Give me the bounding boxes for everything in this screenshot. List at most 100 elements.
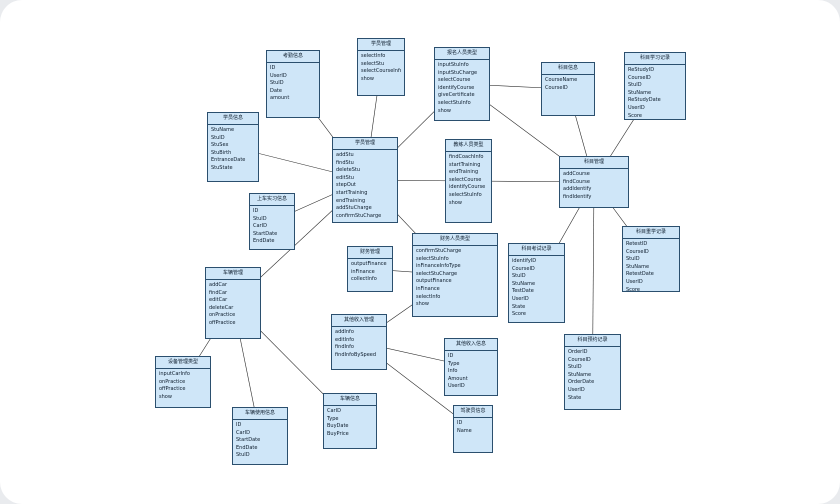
- class-title: 设备管理类型: [156, 357, 210, 369]
- class-title: 车辆管理: [206, 268, 260, 280]
- class-member: StuState: [211, 164, 233, 171]
- class-title: 科目预约记录: [565, 335, 620, 347]
- class-member: CarID: [327, 408, 341, 414]
- class-member: StuSex: [211, 142, 229, 149]
- class-member: CourseID: [628, 74, 651, 81]
- class-title: 学员信息: [208, 113, 258, 125]
- class-member: identifyID: [512, 258, 537, 264]
- class-member: identifyCourse: [438, 84, 475, 91]
- class-member: StuID: [628, 82, 642, 89]
- class-member: deleteCar: [209, 304, 234, 311]
- class-member: BuyPrice: [327, 430, 349, 437]
- class-member: findCourse: [563, 178, 590, 185]
- class-member: StuName: [568, 371, 592, 378]
- class-member: outputFinance: [416, 278, 452, 285]
- class-member: UserID: [270, 72, 287, 79]
- class-member: Info: [448, 368, 458, 375]
- class-member: findInfo: [335, 344, 354, 351]
- class-member: Name: [457, 427, 472, 434]
- class-member: endTraining: [449, 169, 479, 176]
- class-member: findCoachInfo: [449, 154, 484, 160]
- class-member: StuName: [628, 89, 652, 96]
- class-member: OrderID: [568, 349, 588, 355]
- class-member: ID: [236, 422, 242, 428]
- class-member: TestDate: [512, 288, 534, 295]
- class-member: editStu: [336, 174, 354, 181]
- class-member: addIdentify: [563, 186, 592, 193]
- class-member: State: [568, 394, 582, 401]
- class-member: StartDate: [236, 437, 261, 444]
- class-member: OrderDate: [568, 379, 595, 386]
- class-member: giveCertificate: [438, 92, 475, 99]
- class-member: inFinance: [416, 285, 440, 292]
- class-title: 教练人员类型: [446, 140, 491, 152]
- class-member: addCar: [209, 282, 228, 288]
- class-member: identifyCourse: [449, 184, 486, 191]
- class-member: StuID: [270, 80, 284, 87]
- class-member: findCar: [209, 289, 228, 296]
- class-member: startTraining: [449, 161, 481, 168]
- class-member: Score: [628, 112, 643, 119]
- class-member: CourseID: [545, 84, 568, 91]
- class-member: ReStudyID: [628, 67, 655, 73]
- class-member: addStuCharge: [336, 205, 372, 212]
- class-member: offPractice: [159, 386, 186, 393]
- class-member: selectCourse: [438, 77, 471, 84]
- class-member: StuID: [211, 134, 225, 141]
- class-member: show: [361, 75, 374, 82]
- class-member: startTraining: [336, 189, 368, 196]
- class-member: RetestDate: [626, 271, 654, 278]
- class-member: show: [416, 301, 429, 308]
- class-member: inFinance: [351, 268, 375, 275]
- class-member: StuBirth: [211, 149, 232, 156]
- class-member: CourseID: [512, 265, 535, 272]
- class-member: addInfo: [335, 329, 354, 335]
- class-member: onPractice: [209, 312, 236, 319]
- class-member: Amount: [448, 375, 468, 382]
- class-member: ID: [270, 65, 276, 71]
- class-member: findStu: [336, 159, 354, 166]
- class-member: Score: [512, 311, 527, 318]
- class-title: 科目管理: [560, 157, 628, 169]
- class-member: ID: [457, 420, 463, 426]
- class-member: editInfo: [335, 336, 355, 343]
- class-member: collectInfo: [351, 276, 377, 283]
